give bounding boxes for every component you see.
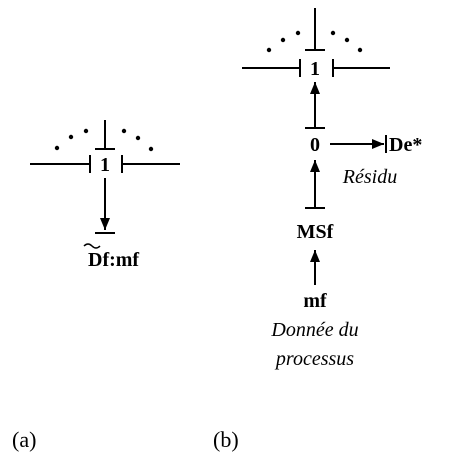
input-label-mf: mf	[303, 290, 327, 312]
arrow-head	[310, 250, 320, 262]
diagram-a	[30, 120, 180, 249]
dot	[54, 145, 60, 151]
detector-label-a: Df:mf	[88, 249, 139, 271]
caption-b: (b)	[213, 427, 239, 452]
junction-1-a: 1	[100, 154, 110, 176]
dot	[83, 128, 89, 134]
diagram-b	[242, 8, 390, 285]
dot	[266, 47, 272, 53]
dot	[344, 37, 350, 43]
dot	[295, 30, 301, 36]
dot	[330, 30, 336, 36]
input-desc-line2: processus	[274, 348, 354, 370]
detector-label-b: De*	[389, 134, 422, 156]
junction-0-b: 0	[310, 134, 320, 156]
dot	[68, 134, 74, 140]
dot	[148, 146, 154, 152]
caption-a: (a)	[12, 427, 36, 452]
dot	[121, 128, 127, 134]
residual-label: Résidu	[342, 166, 397, 188]
source-label-msf: MSf	[297, 221, 334, 243]
arrow-head	[310, 160, 320, 172]
input-desc-line1: Donnée du	[270, 319, 358, 341]
tilde-mark	[83, 243, 101, 249]
arrow-head	[310, 82, 320, 94]
arrow-head	[100, 218, 110, 230]
dot	[280, 37, 286, 43]
junction-1-b: 1	[310, 58, 320, 80]
dot	[135, 135, 141, 141]
dot	[357, 47, 363, 53]
arrow-head	[372, 139, 384, 149]
